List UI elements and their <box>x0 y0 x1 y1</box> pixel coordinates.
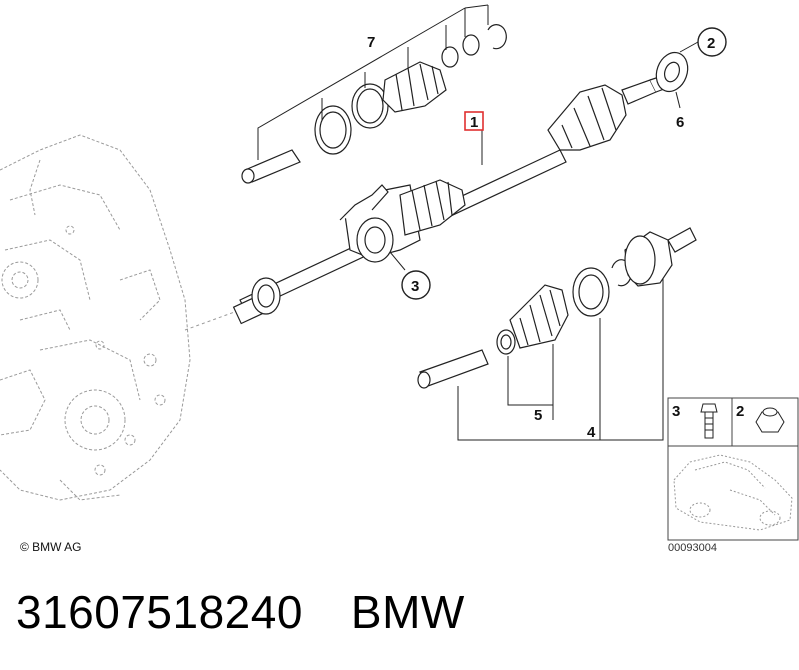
nut-icon <box>755 407 785 433</box>
label-part-3[interactable]: 3 <box>411 278 419 295</box>
diagram-code: 00093004 <box>668 542 717 554</box>
transmission-housing <box>0 134 191 501</box>
label-part-5[interactable]: 5 <box>534 407 542 424</box>
upper-kit-leaders <box>257 4 489 160</box>
label-part-4[interactable]: 4 <box>587 424 596 441</box>
footer-caption: 31607518240 BMW <box>16 585 465 639</box>
washer-part-6 <box>655 51 689 93</box>
car-silhouette-icon <box>673 454 793 531</box>
label-part-2[interactable]: 2 <box>707 35 715 52</box>
part-1-highlight-box <box>464 111 484 131</box>
label-part-1[interactable]: 1 <box>470 114 478 131</box>
brand-name: BMW <box>350 586 465 638</box>
label-part-6[interactable]: 6 <box>676 114 684 131</box>
inset-label-3: 3 <box>672 403 680 420</box>
circle-part-3 <box>401 270 431 300</box>
part-number: 31607518240 <box>16 586 303 638</box>
bolt-icon <box>700 403 718 439</box>
copyright-text: © BMW AG <box>20 540 82 554</box>
lower-kit-parts <box>417 227 697 389</box>
inset-label-2: 2 <box>736 403 744 420</box>
upper-kit-parts <box>241 24 507 184</box>
driveshaft-assembly <box>232 73 673 325</box>
lower-kit-leaders <box>457 278 664 441</box>
circle-part-2 <box>697 27 727 57</box>
label-part-7[interactable]: 7 <box>367 34 375 51</box>
inset-panel: 3 2 <box>667 397 799 541</box>
